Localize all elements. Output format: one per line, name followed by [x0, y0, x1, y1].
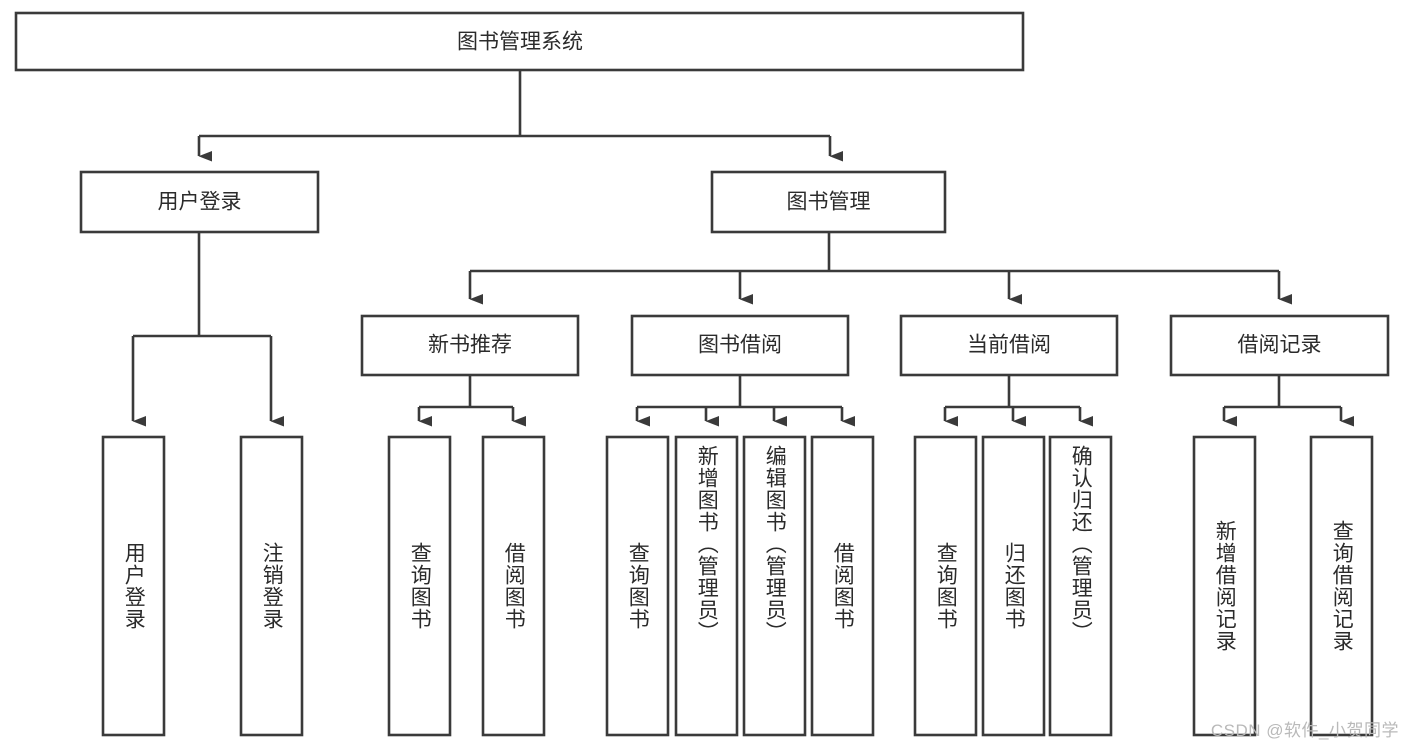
leaf-box: [913, 435, 978, 737]
node-user-login-label: 用户登录: [158, 191, 242, 214]
connector-current-borrow-to-leaves: [943, 375, 1093, 427]
leaf-box: [101, 435, 166, 737]
connector-borrow-record-to-leaves: [1222, 375, 1354, 427]
leaf-user-login-1[interactable]: [239, 435, 304, 737]
leaf-book-borrow-3[interactable]: [810, 435, 875, 737]
leaf-current-borrow-1[interactable]: [981, 435, 1046, 737]
leaf-book-borrow-1[interactable]: [674, 435, 739, 737]
node-current-borrow-box: [899, 314, 1119, 377]
leaf-box: [674, 435, 739, 737]
node-current-borrow[interactable]: [899, 314, 1119, 377]
node-root-box: [14, 11, 1025, 72]
leaf-user-login-0[interactable]: [101, 435, 166, 737]
node-book-management-label: 图书管理: [787, 191, 871, 214]
connector-book-management-to-level2: [468, 232, 1292, 305]
node-new-book-recommend[interactable]: [360, 314, 580, 377]
leaf-box: [481, 435, 546, 737]
node-book-borrow-label: 图书借阅: [698, 334, 782, 357]
leaf-box: [387, 435, 452, 737]
node-user-login-box: [79, 170, 320, 234]
leaf-book-borrow-0[interactable]: [605, 435, 670, 737]
leaf-new-book-recommend-0[interactable]: [387, 435, 452, 737]
connector-user-login-to-leaves: [131, 232, 284, 427]
leaf-box: [239, 435, 304, 737]
leaf-box: [1309, 435, 1374, 737]
leaf-box: [810, 435, 875, 737]
node-root[interactable]: [14, 11, 1025, 72]
node-root-label: 图书管理系统: [457, 31, 583, 54]
connector-book-borrow-to-leaves: [635, 375, 855, 427]
leaf-borrow-record-0[interactable]: [1192, 435, 1257, 737]
node-current-borrow-label: 当前借阅: [967, 334, 1051, 357]
leaf-box: [1048, 435, 1113, 737]
leaf-box: [981, 435, 1046, 737]
node-user-login[interactable]: [79, 170, 320, 234]
node-new-book-recommend-box: [360, 314, 580, 377]
leaf-new-book-recommend-1[interactable]: [481, 435, 546, 737]
connector-new-book-recommend-to-leaves: [417, 375, 526, 427]
leaf-borrow-record-1[interactable]: [1309, 435, 1374, 737]
connector-root-to-level1: [197, 70, 843, 162]
leaf-current-borrow-0[interactable]: [913, 435, 978, 737]
node-borrow-record-label: 借阅记录: [1238, 334, 1322, 357]
leaf-book-borrow-2[interactable]: [742, 435, 807, 737]
leaf-box: [1192, 435, 1257, 737]
node-new-book-recommend-label: 新书推荐: [428, 334, 512, 357]
leaf-current-borrow-2[interactable]: [1048, 435, 1113, 737]
leaf-box: [605, 435, 670, 737]
csdn-watermark: CSDN @软件_小贺同学: [1210, 721, 1399, 740]
leaf-box: [742, 435, 807, 737]
